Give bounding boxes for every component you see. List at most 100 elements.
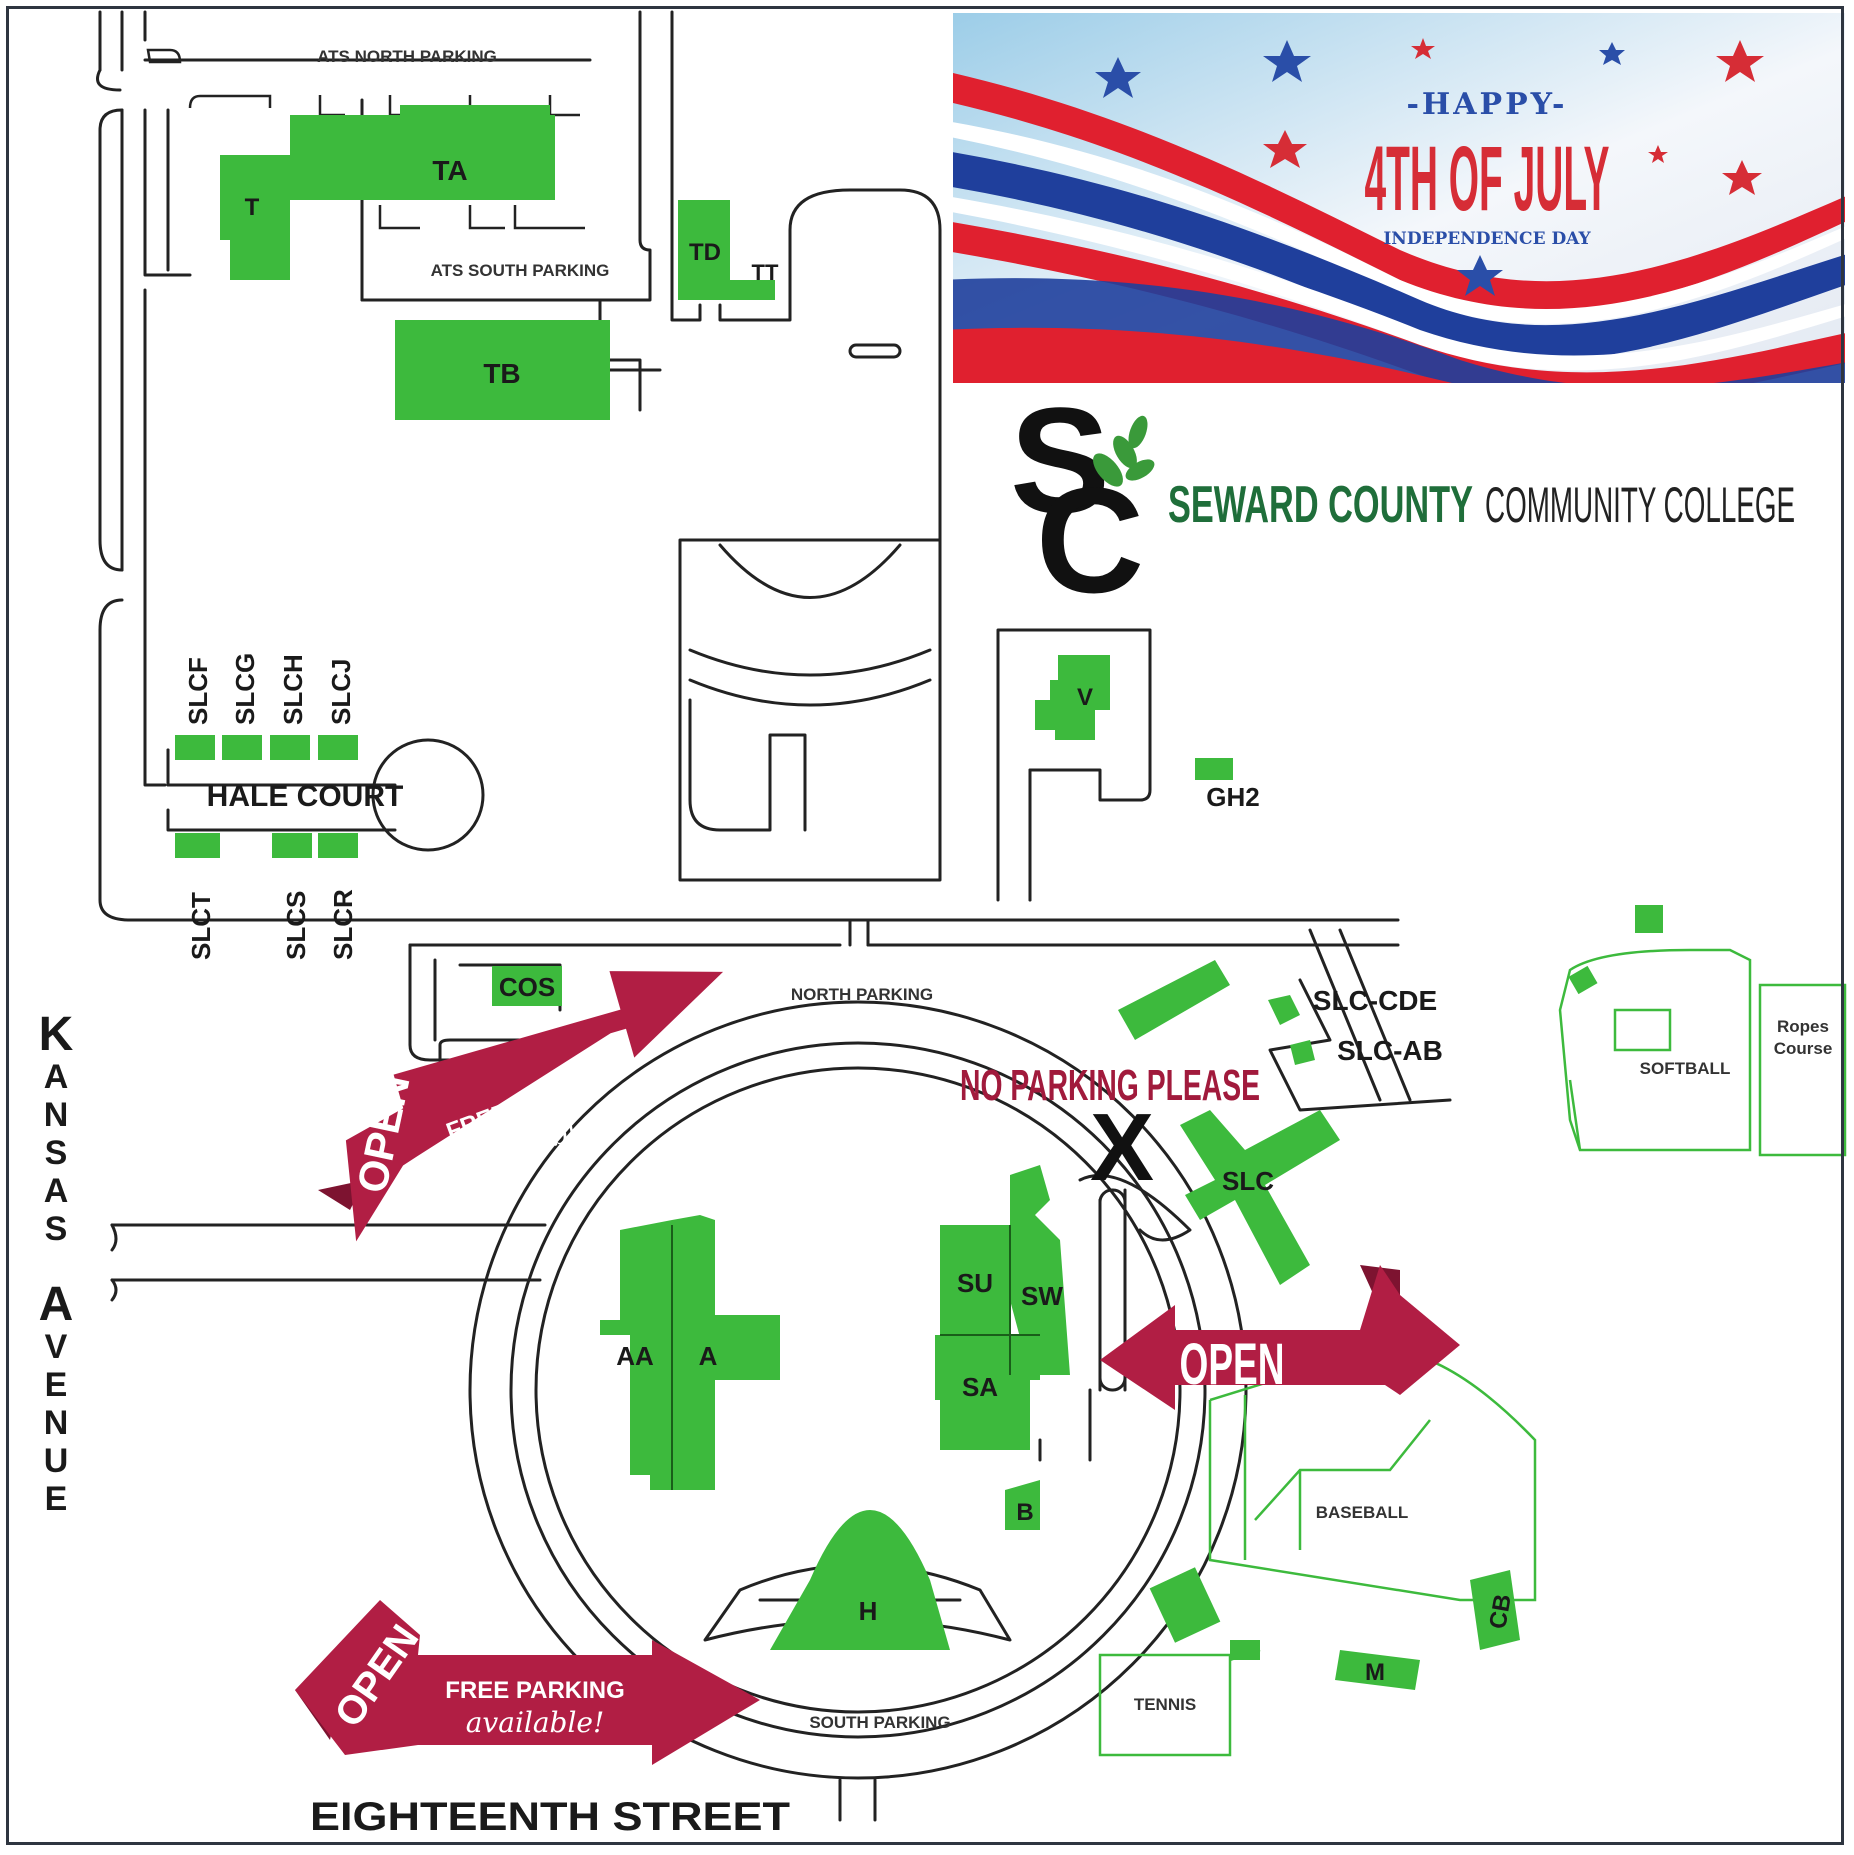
kansas-letter: N [44, 1096, 69, 1134]
south-free-parking-text: FREE PARKING [445, 1677, 625, 1704]
kansas-letter: A [44, 1172, 69, 1210]
avenue-letter: E [45, 1480, 68, 1518]
building-b [1005, 1480, 1040, 1530]
building-label-slcg: SLCG [230, 653, 260, 725]
building-v [1035, 655, 1110, 740]
blue-star-icon [1599, 42, 1625, 65]
red-star-icon [1411, 38, 1435, 59]
building-slch [270, 735, 310, 760]
building-label-slcf: SLCF [183, 657, 213, 725]
north-parking-label: NORTH PARKING [791, 985, 933, 1004]
building-label-sw: SW [1021, 1281, 1063, 1311]
building-label-tt: TT [752, 260, 779, 285]
building-slc-ab [1268, 995, 1315, 1065]
softball-label: SOFTBALL [1640, 1059, 1731, 1078]
building-sw [1010, 1165, 1070, 1375]
open-ribbon-east: OPEN [1100, 1265, 1460, 1410]
college-name-rest: COMMUNITY COLLEGE [1485, 477, 1795, 533]
building-slcj [318, 735, 358, 760]
building-label-slcr: SLCR [328, 889, 358, 960]
south-parking-label: SOUTH PARKING [809, 1713, 950, 1732]
building-label-cb: CB [1484, 1592, 1517, 1631]
avenue-letter: U [44, 1442, 69, 1480]
banner-subtitle: INDEPENDENCE DAY [1383, 229, 1591, 249]
tennis-label: TENNIS [1134, 1695, 1196, 1714]
building-gh2 [1195, 758, 1233, 780]
hale-court-label: HALE COURT [207, 780, 404, 813]
college-logo: S C SEWARD COUNTY COMMUNITY COLLEGE [1010, 376, 1795, 624]
building-label-slcj: SLCJ [326, 659, 356, 725]
logo-monogram-c: C [1036, 456, 1144, 624]
red-star-icon [1648, 145, 1668, 163]
building-label-cos: COS [499, 972, 555, 1002]
kansas-letter: S [45, 1210, 68, 1248]
building-t [220, 115, 345, 280]
building-label-ta: TA [432, 155, 467, 186]
college-name-bold: SEWARD COUNTY [1168, 476, 1473, 534]
building-td [678, 200, 775, 300]
building-label-t: T [245, 194, 260, 221]
building-label-a: A [699, 1341, 718, 1371]
red-star-icon [1722, 160, 1762, 195]
building-slct [175, 833, 220, 858]
building-label-sa: SA [962, 1372, 998, 1402]
building-slcr [318, 833, 358, 858]
building-ta [345, 105, 555, 200]
leaf-icon [1093, 415, 1155, 487]
building-label-b: B [1016, 1499, 1033, 1526]
building-label-su: SU [957, 1268, 993, 1298]
building-slc-cde [1118, 960, 1230, 1040]
buildings: T TA TD TT TB SLCF SLCG SLCH SLCJ HALE C… [175, 105, 1663, 1690]
kansas-letter: A [44, 1058, 69, 1096]
no-parking-label: NO PARKING PLEASE [960, 1061, 1260, 1110]
building-slcg [222, 735, 262, 760]
building-slc [1180, 1110, 1340, 1285]
kansas-letter: K [39, 1008, 74, 1061]
building-slcf [175, 735, 215, 760]
building-sa [935, 1335, 1040, 1450]
banner-happy: -HAPPY- [1406, 87, 1567, 122]
south-available-text: available! [466, 1706, 605, 1739]
building-label-tb: TB [483, 358, 520, 389]
building-label-aa: AA [616, 1341, 654, 1371]
building-label-gh2: GH2 [1206, 782, 1259, 812]
avenue-letter: A [39, 1278, 74, 1331]
blue-star-icon [1263, 40, 1311, 82]
avenue-letter: N [44, 1404, 69, 1442]
eighteenth-street-label: EIGHTEENTH STREET [310, 1795, 790, 1839]
building-label-v: V [1077, 684, 1093, 711]
building-label-slcs: SLCS [281, 891, 311, 960]
building-m [1335, 1650, 1420, 1690]
building-aa [600, 1220, 672, 1490]
red-star-icon [1263, 130, 1307, 168]
blue-star-icon [1457, 255, 1503, 296]
building-h [770, 1510, 950, 1650]
building-cb [1470, 1570, 1520, 1650]
no-parking-x-mark: X [1090, 1094, 1154, 1201]
building-label-slc-ab: SLC-AB [1337, 1035, 1443, 1066]
building-a [672, 1215, 780, 1490]
ropes-course-label-1: Ropes [1777, 1017, 1829, 1036]
independence-day-banner: -HAPPY- 4TH OF JULY INDEPENDENCE DAY [951, 11, 1847, 385]
ats-north-parking-label: ATS NORTH PARKING [317, 47, 497, 66]
building-field-shed [1568, 965, 1598, 995]
blue-star-icon [1095, 57, 1141, 98]
east-open-text: OPEN [1180, 1332, 1285, 1397]
baseball-label: BASEBALL [1316, 1503, 1409, 1522]
building-label-m: M [1365, 1659, 1385, 1686]
building-su [940, 1225, 1010, 1335]
ats-south-parking-label: ATS SOUTH PARKING [431, 261, 610, 280]
building-label-slch: SLCH [278, 654, 308, 725]
building-label-slct: SLCT [186, 892, 216, 960]
building-slcs [272, 833, 312, 858]
building-softball-shed [1635, 905, 1663, 933]
building-cos [492, 966, 562, 1006]
building-label-td: TD [689, 239, 721, 266]
kansas-letter: S [45, 1134, 68, 1172]
red-star-icon [1716, 40, 1764, 82]
kansas-avenue-label: K A N S A S A V E N U E [39, 1008, 74, 1518]
building-label-h: H [859, 1596, 878, 1626]
building-label-slc-cde: SLC-CDE [1313, 985, 1437, 1016]
building-small-shed [1230, 1640, 1260, 1660]
